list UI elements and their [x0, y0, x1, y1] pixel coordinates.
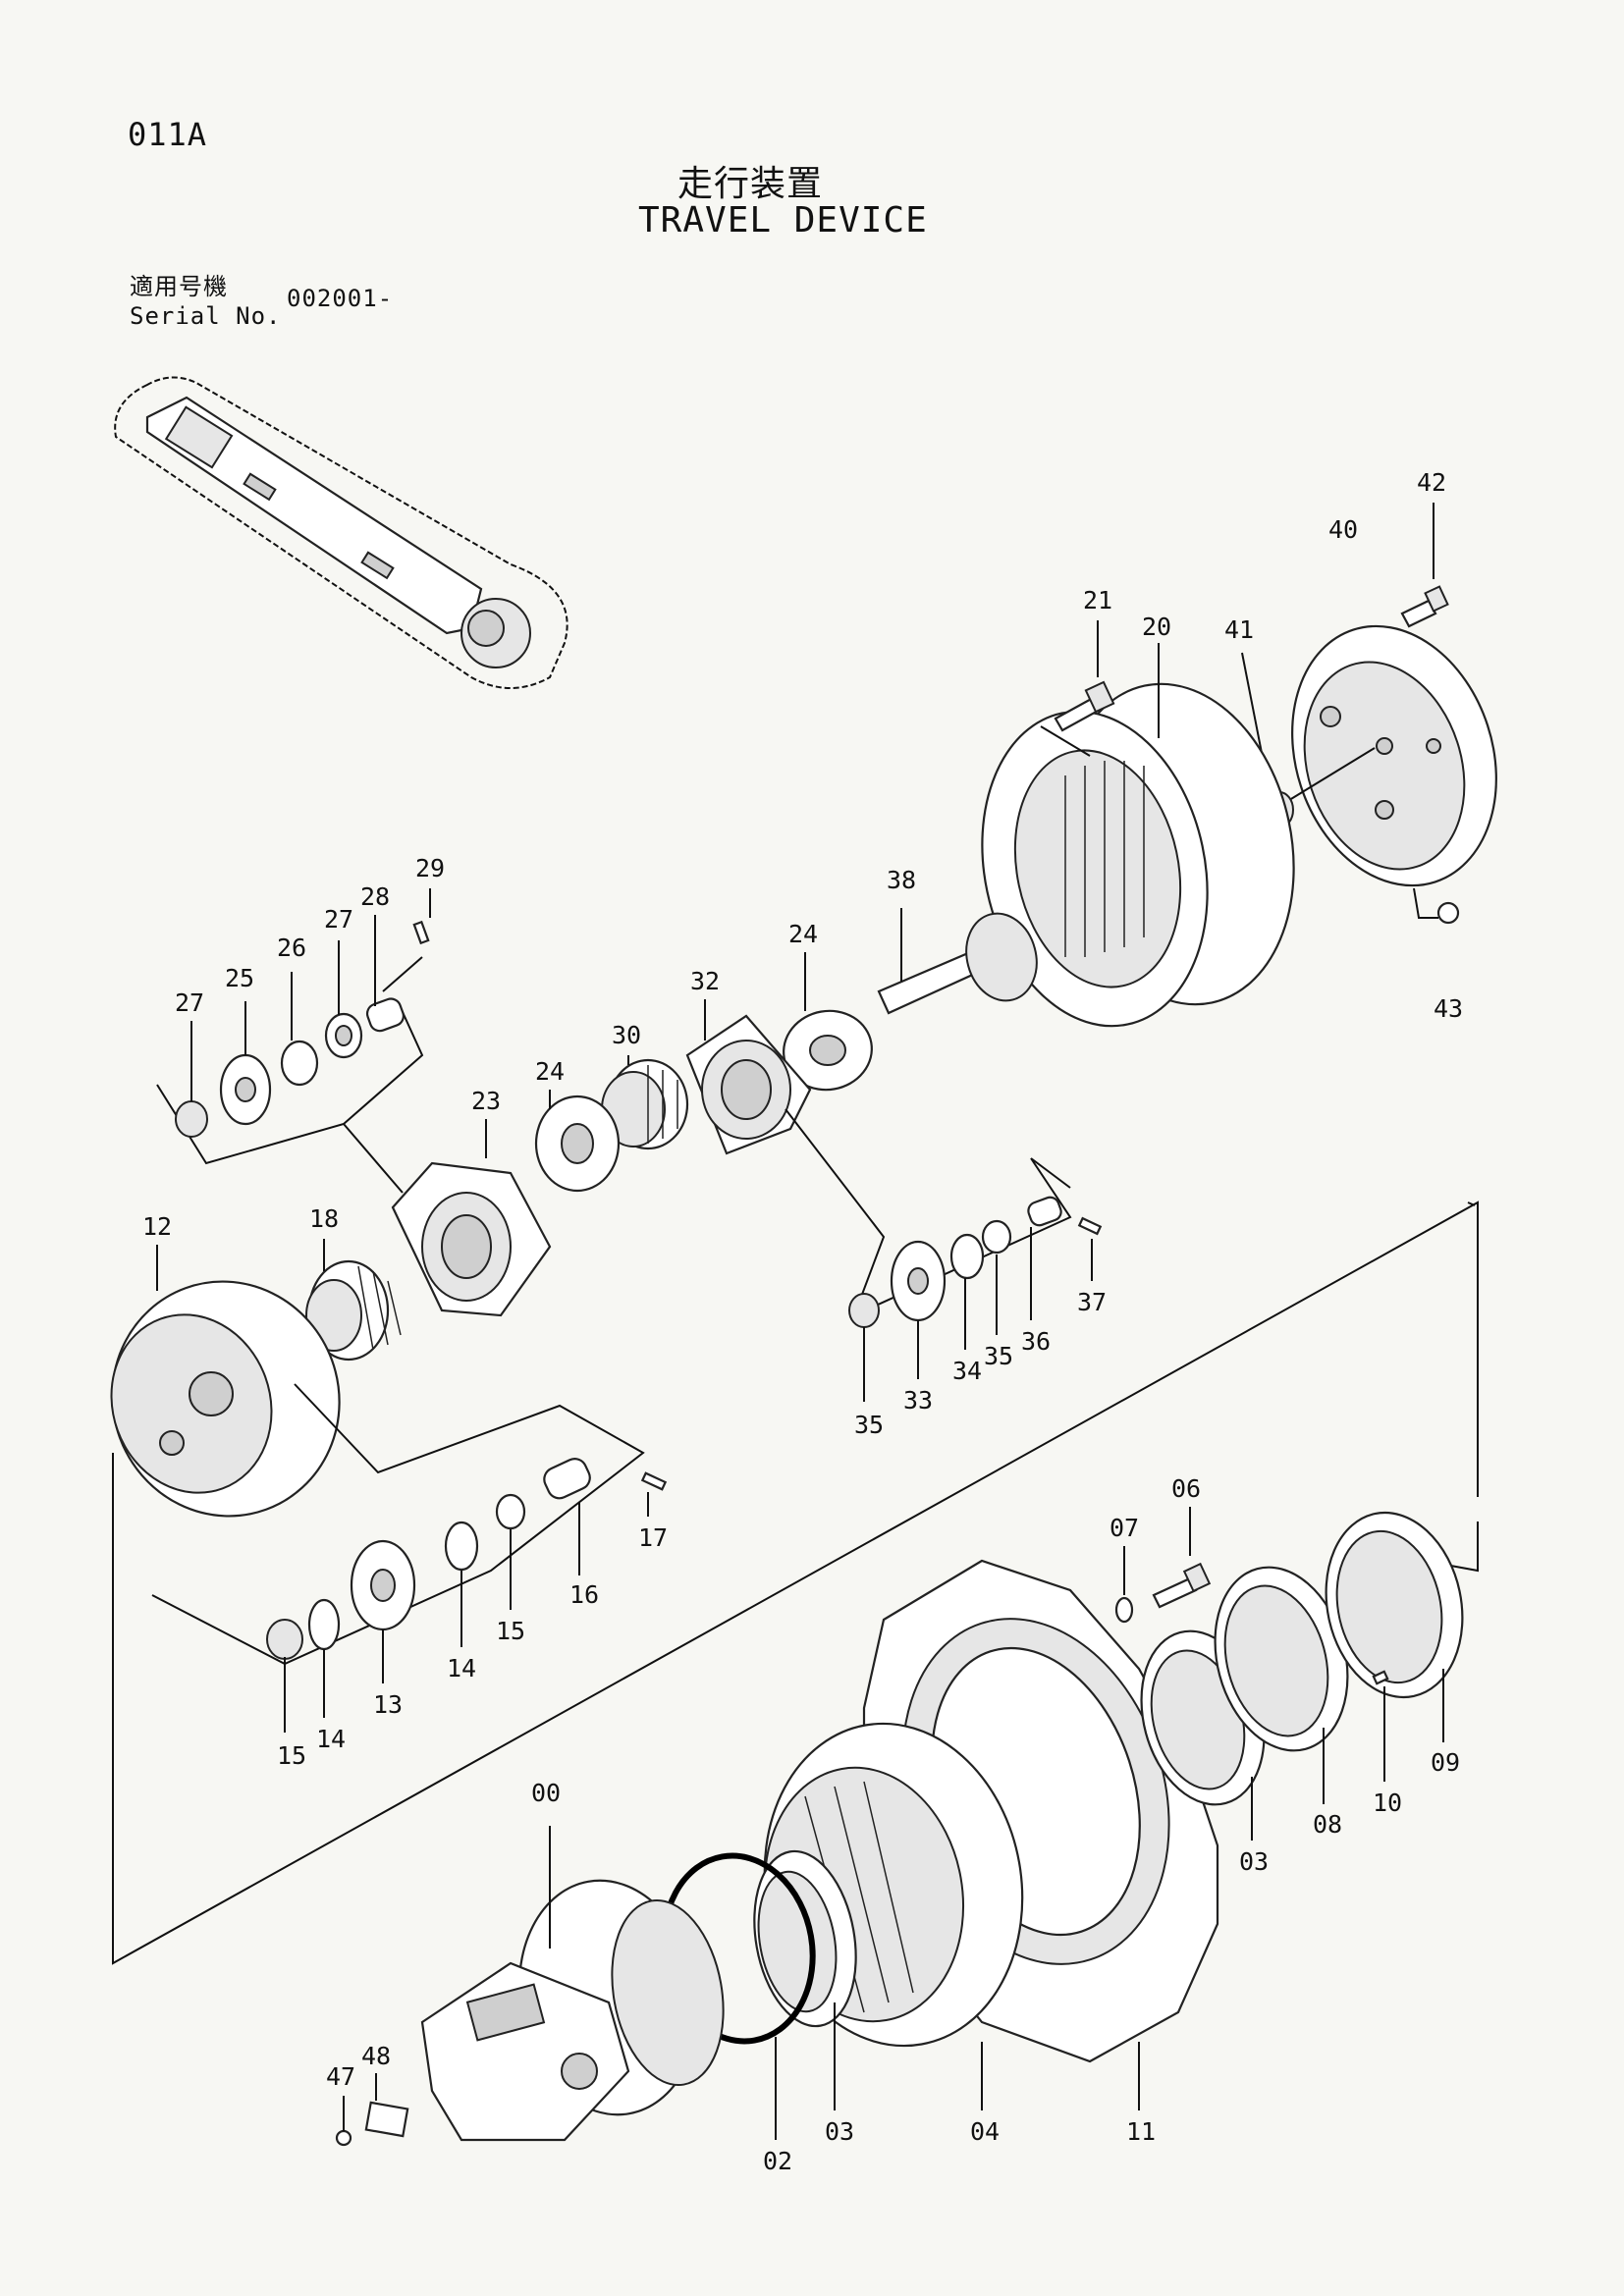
- label-24-lower: 24: [535, 1057, 565, 1086]
- label-09: 09: [1431, 1748, 1460, 1777]
- label-04: 04: [970, 2117, 1000, 2146]
- label-00: 00: [531, 1779, 561, 1807]
- label-43: 43: [1434, 994, 1463, 1023]
- label-35-left: 35: [854, 1411, 884, 1439]
- part-32-carrier: [685, 999, 812, 1155]
- part-08-ring: [1214, 1566, 1349, 1804]
- label-40: 40: [1328, 515, 1358, 544]
- label-18: 18: [309, 1204, 339, 1233]
- label-27-lower: 27: [175, 988, 204, 1017]
- title-english: TRAVEL DEVICE: [638, 200, 928, 240]
- label-02: 02: [763, 2147, 792, 2175]
- label-29: 29: [415, 854, 445, 882]
- part-24-thrust-washer-lower: [534, 1090, 621, 1193]
- part-07-washer: [1114, 1546, 1134, 1624]
- undercarriage-thumbnail: [114, 376, 568, 689]
- part-23-carrier: [391, 1119, 552, 1317]
- part-18-sun-gear: [305, 1239, 402, 1362]
- label-15-right: 15: [496, 1617, 525, 1645]
- label-10: 10: [1373, 1789, 1402, 1817]
- label-37: 37: [1077, 1288, 1107, 1316]
- label-48: 48: [361, 2042, 391, 2070]
- frame-line: [112, 1201, 1479, 1965]
- label-06: 06: [1171, 1474, 1201, 1503]
- serial-label-english: Serial No.: [130, 302, 282, 330]
- part-24-thrust-washer-upper: [783, 952, 873, 1092]
- part-10-pin: [1372, 1670, 1389, 1782]
- label-14-left: 14: [316, 1725, 346, 1753]
- label-07: 07: [1110, 1514, 1139, 1542]
- label-33: 33: [903, 1386, 933, 1415]
- part-06-bolt: [1152, 1507, 1212, 1609]
- label-03-upper: 03: [1239, 1847, 1269, 1876]
- label-23: 23: [471, 1087, 501, 1115]
- part-12-ring-gear: [110, 1245, 341, 1518]
- part-04-hub: [763, 1722, 1024, 2110]
- label-15-left: 15: [277, 1741, 306, 1770]
- label-47: 47: [326, 2062, 355, 2091]
- lower-planet-parts: [266, 1458, 668, 1733]
- label-27-upper: 27: [324, 905, 353, 934]
- part-21-bolt: [1040, 620, 1115, 757]
- label-30: 30: [612, 1021, 641, 1049]
- label-42: 42: [1417, 468, 1446, 497]
- part-43-plug: [1413, 887, 1460, 925]
- label-38: 38: [887, 866, 916, 894]
- middle-planet-parts: [848, 1196, 1103, 1402]
- serial-number-value: 002001-: [287, 285, 394, 312]
- part-42-bolt: [1400, 503, 1449, 628]
- label-03-lower: 03: [825, 2117, 854, 2146]
- title-japanese: 走行装置: [677, 164, 824, 204]
- label-20: 20: [1142, 613, 1171, 641]
- label-14-right: 14: [447, 1654, 476, 1682]
- part-38-shaft: [877, 908, 1038, 1015]
- page-code: 011A: [128, 116, 208, 153]
- label-35-right: 35: [984, 1342, 1013, 1370]
- part-00-travel-motor: [420, 1826, 725, 2142]
- frame-corner: [1467, 1201, 1476, 1206]
- upper-planet-parts: [175, 888, 431, 1138]
- callout-labels: 00 02 03 03 04 06 07 08 09 10 11 12 13 1…: [142, 468, 1463, 2175]
- part-40-cover: [1280, 624, 1497, 887]
- label-21: 21: [1083, 586, 1112, 614]
- label-41: 41: [1224, 615, 1254, 644]
- part-47-48-plate: [335, 2073, 409, 2147]
- serial-label-japanese: 適用号機: [130, 273, 228, 300]
- label-32: 32: [690, 967, 720, 995]
- part-20-housing: [981, 682, 1295, 1028]
- part-09-ring: [1325, 1511, 1464, 1742]
- label-13: 13: [373, 1690, 403, 1719]
- label-17: 17: [638, 1523, 668, 1552]
- label-25: 25: [225, 964, 254, 992]
- label-12: 12: [142, 1212, 172, 1241]
- label-16: 16: [569, 1580, 599, 1609]
- label-11: 11: [1126, 2117, 1156, 2146]
- label-08: 08: [1313, 1810, 1342, 1839]
- label-28: 28: [360, 882, 390, 911]
- label-26: 26: [277, 934, 306, 962]
- label-34: 34: [952, 1357, 982, 1385]
- label-24-upper: 24: [788, 920, 818, 948]
- part-03-bearing-lower: [753, 1849, 857, 2110]
- label-36: 36: [1021, 1327, 1051, 1356]
